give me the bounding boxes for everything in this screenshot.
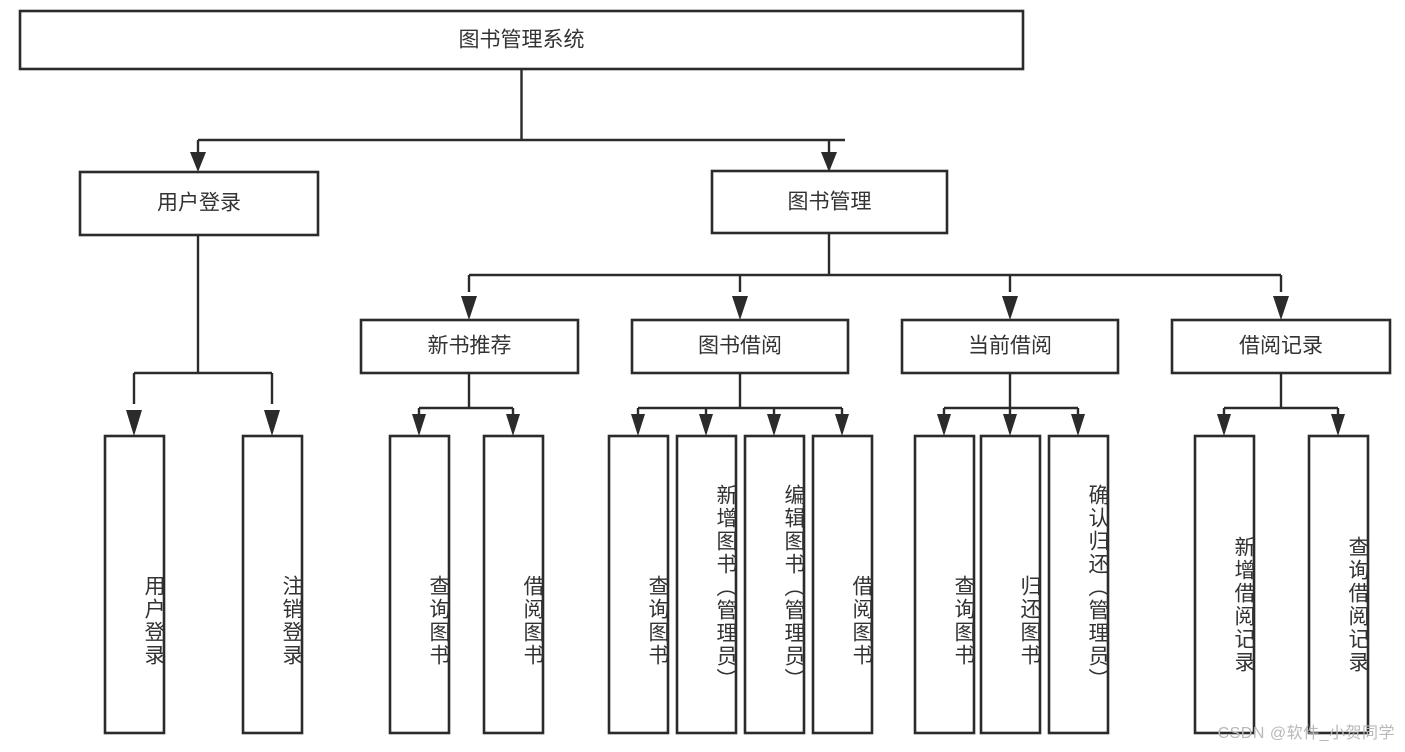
arrow-current-borrow: [1002, 296, 1018, 320]
arrow-user-login: [190, 152, 206, 172]
node-leaf-user-login[interactable]: [103, 434, 166, 735]
node-leaf-edit-book[interactable]: [743, 434, 806, 735]
node-current-borrow[interactable]: [900, 318, 1120, 375]
node-book-manage-label: 图书管理: [788, 191, 872, 214]
node-new-book-recommend-label: 新书推荐: [428, 335, 512, 358]
arrow-cb-leaf1: [937, 414, 951, 436]
arrow-cb-leaf2: [1003, 414, 1017, 436]
arrow-nb-leaf1: [412, 414, 426, 436]
arrow-ul-leaf2: [264, 410, 280, 436]
arrow-nb-leaf2: [506, 414, 520, 436]
node-new-book-recommend[interactable]: [359, 318, 580, 375]
arrow-book-manage: [821, 152, 837, 172]
connector-layer: [126, 69, 1345, 436]
node-current-borrow-label: 当前借阅: [968, 335, 1052, 358]
node-borrow-record[interactable]: [1170, 318, 1392, 375]
node-leaf-add-book[interactable]: [675, 434, 738, 735]
node-leaf-add-borrow-record[interactable]: [1193, 434, 1256, 735]
node-leaf-borrow-book-1[interactable]: [482, 434, 545, 735]
node-leaf-logout-login[interactable]: [241, 434, 304, 735]
node-root[interactable]: [18, 9, 1025, 71]
node-borrow-record-label: 借阅记录: [1239, 335, 1323, 358]
node-leaf-confirm-return[interactable]: [1047, 434, 1110, 735]
node-leaf-return-book[interactable]: [979, 434, 1042, 735]
arrow-ul-leaf1: [126, 410, 142, 436]
node-root-label: 图书管理系统: [459, 29, 585, 52]
arrow-bb-leaf4: [835, 414, 849, 436]
arrow-bb-leaf3: [767, 414, 781, 436]
node-leaf-query-book-2[interactable]: [607, 434, 670, 735]
arrow-bb-leaf2: [699, 414, 713, 436]
node-book-borrow-label: 图书借阅: [698, 335, 782, 358]
arrow-bb-leaf1: [631, 414, 645, 436]
node-layer: 图书管理系统 用户登录 图书管理 新书推荐 图书借阅 当前借阅 借阅记录: [18, 9, 1392, 735]
node-leaf-query-book-1[interactable]: [388, 434, 451, 735]
node-user-login[interactable]: [78, 170, 320, 237]
node-leaf-query-borrow-record[interactable]: [1307, 434, 1370, 735]
arrow-new-book: [461, 296, 477, 320]
node-leaf-borrow-book-2[interactable]: [811, 434, 874, 735]
node-book-borrow[interactable]: [630, 318, 850, 375]
arrow-borrow-record: [1273, 296, 1289, 320]
node-leaf-query-book-3[interactable]: [913, 434, 976, 735]
arrow-cb-leaf3: [1071, 414, 1085, 436]
node-user-login-label: 用户登录: [157, 192, 241, 215]
csdn-watermark: CSDN @软件_小贺同学: [1217, 725, 1395, 742]
arrow-book-borrow: [732, 296, 748, 320]
arrow-br-leaf1: [1217, 414, 1231, 436]
arrow-br-leaf2: [1331, 414, 1345, 436]
node-book-manage[interactable]: [710, 169, 949, 235]
